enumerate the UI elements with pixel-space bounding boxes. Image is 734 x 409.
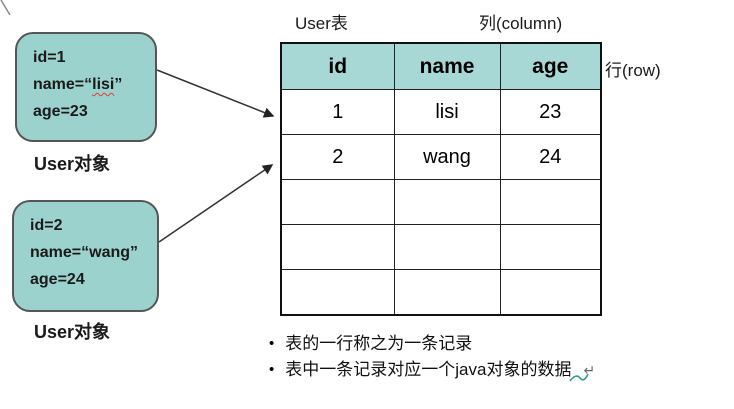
table-row: [280, 269, 602, 316]
header-cell-id: id: [280, 42, 395, 90]
cell: [280, 179, 395, 225]
cell: wang: [393, 134, 501, 180]
user-object-box-1: id=1 name=“lisi” age=23: [15, 32, 157, 142]
table-row: [280, 224, 602, 270]
cell: [499, 269, 602, 316]
object1-age-line: age=23: [33, 103, 88, 120]
cell: lisi: [393, 89, 501, 135]
object1-name-line: name=“lisi”: [33, 76, 123, 93]
cell: [393, 179, 501, 225]
cell: 23: [499, 89, 602, 135]
header-cell-age: age: [499, 42, 602, 90]
misspelled-word: lisi: [92, 76, 115, 93]
bullet-icon: •: [269, 361, 275, 378]
cell: [499, 224, 602, 270]
user-object-label-1: User对象: [34, 154, 111, 174]
object2-id-line: id=2: [30, 217, 63, 234]
arrow-object2-to-row2: [158, 164, 274, 243]
cell: [280, 269, 395, 316]
object1-id-line: id=1: [33, 49, 66, 66]
table-row: 1 lisi 23: [280, 89, 602, 135]
column-label: 列(column): [479, 14, 563, 33]
table-row: 2 wang 24: [280, 134, 602, 180]
cell: [499, 179, 602, 225]
cell: 1: [280, 89, 395, 135]
row-label: 行(row): [605, 61, 661, 80]
bullet-icon: •: [269, 335, 275, 352]
table-row: [280, 179, 602, 225]
return-mark-icon: ↵: [583, 362, 596, 378]
cell: [393, 269, 501, 316]
cell: [280, 224, 395, 270]
cell: 2: [280, 134, 395, 180]
user-object-label-2: User对象: [34, 322, 111, 342]
user-table: id name age 1 lisi 23 2 wang 24: [280, 42, 602, 316]
corner-artifact-line: [0, 0, 11, 16]
cell: [393, 224, 501, 270]
cell: 24: [499, 134, 602, 180]
table-title: User表: [295, 14, 348, 33]
grammar-squiggle-icon: [569, 373, 590, 382]
notes-list: • 表的一行称之为一条记录 • 表中一条记录对应一个java对象的数据 ↵: [269, 331, 595, 383]
arrow-object1-to-row1: [156, 69, 275, 118]
note-line-1: • 表的一行称之为一条记录: [269, 331, 595, 357]
table-header-row: id name age: [280, 42, 602, 90]
note-text-1: 表的一行称之为一条记录: [285, 334, 473, 353]
note-text-2: 表中一条记录对应一个java对象的数据: [285, 360, 572, 379]
user-object-box-2: id=2 name=“wang” age=24: [12, 200, 159, 312]
object2-name-line: name=“wang”: [30, 244, 139, 261]
note-line-2: • 表中一条记录对应一个java对象的数据 ↵: [269, 357, 595, 383]
header-cell-name: name: [393, 42, 501, 90]
object2-age-line: age=24: [30, 271, 85, 288]
